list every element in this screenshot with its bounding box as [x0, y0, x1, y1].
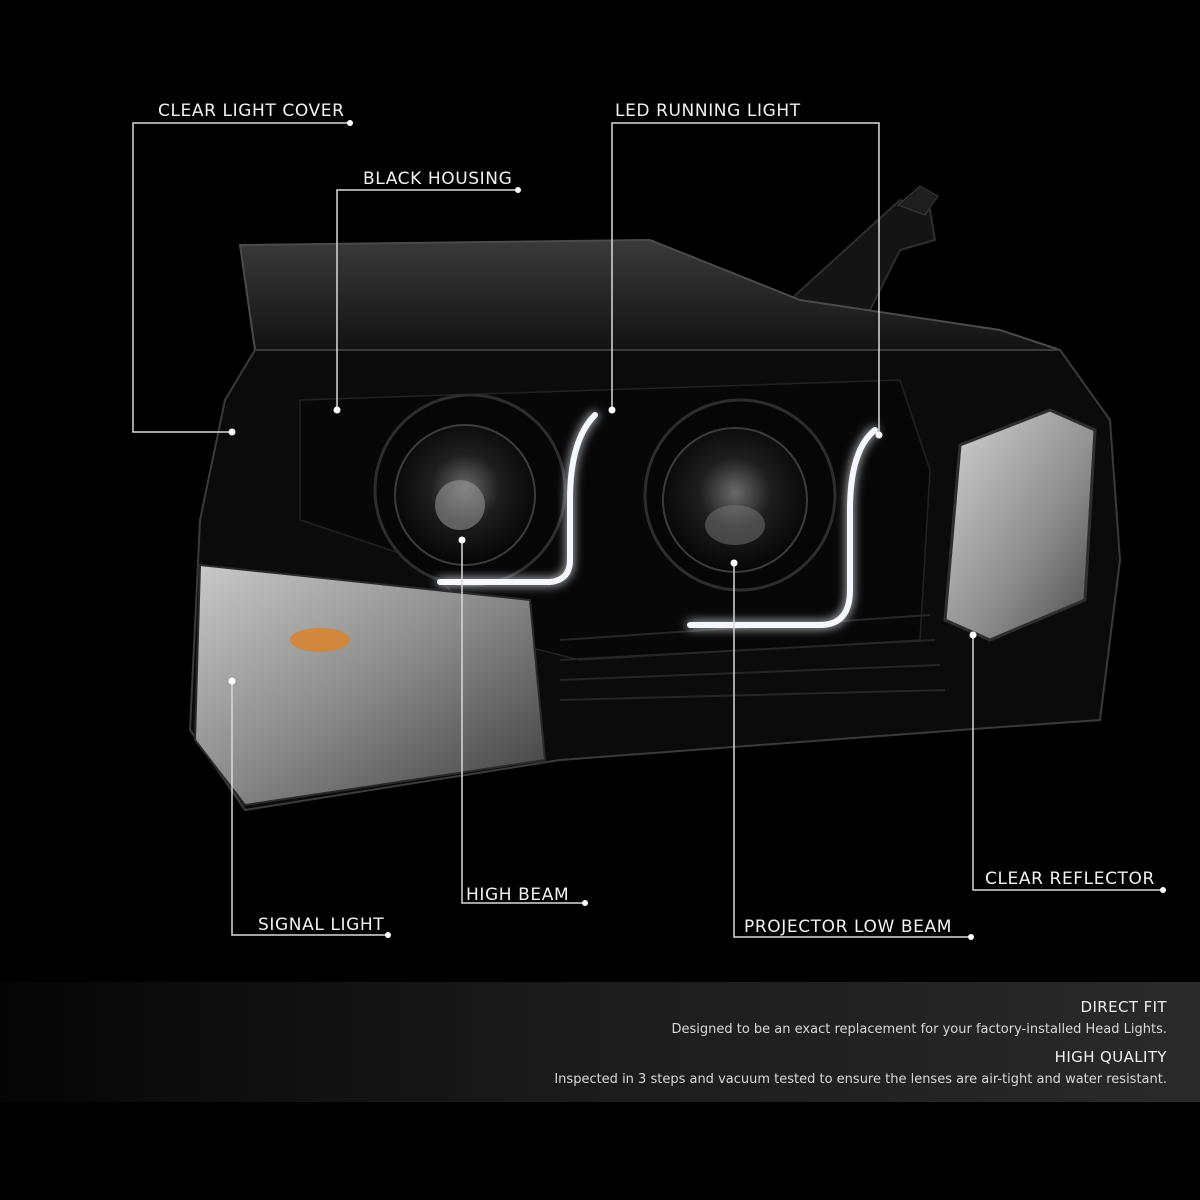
feature-title: HIGH QUALITY — [1054, 1048, 1167, 1066]
feature-direct-fit: DIRECT FIT Designed to be an exact repla… — [671, 998, 1167, 1038]
feature-info-band: DIRECT FIT Designed to be an exact repla… — [0, 982, 1200, 1102]
callout-dots — [228, 120, 1166, 940]
label-clear-reflector: CLEAR REFLECTOR — [985, 869, 1155, 889]
feature-title: DIRECT FIT — [1080, 998, 1167, 1016]
clear-reflector-shape — [943, 408, 1097, 642]
feature-high-quality: HIGH QUALITY Inspected in 3 steps and va… — [554, 1048, 1167, 1088]
label-clear-light-cover: CLEAR LIGHT COVER — [158, 101, 345, 121]
signal-light-shape — [193, 563, 547, 807]
label-led-running-light: LED RUNNING LIGHT — [615, 101, 801, 121]
callout-lines — [132, 122, 1163, 938]
high-beam-lens — [373, 393, 567, 587]
label-high-beam: HIGH BEAM — [466, 885, 570, 905]
label-signal-light: SIGNAL LIGHT — [258, 915, 385, 935]
label-projector-low-beam: PROJECTOR LOW BEAM — [744, 917, 953, 937]
clear-light-cover-shape — [238, 238, 1061, 367]
label-black-housing: BLACK HOUSING — [363, 169, 513, 189]
feature-description: Designed to be an exact replacement for … — [671, 1022, 1167, 1037]
led-running-light-bars — [437, 412, 878, 628]
feature-description: Inspected in 3 steps and vacuum tested t… — [554, 1072, 1167, 1087]
projector-low-beam-lens — [643, 398, 837, 592]
